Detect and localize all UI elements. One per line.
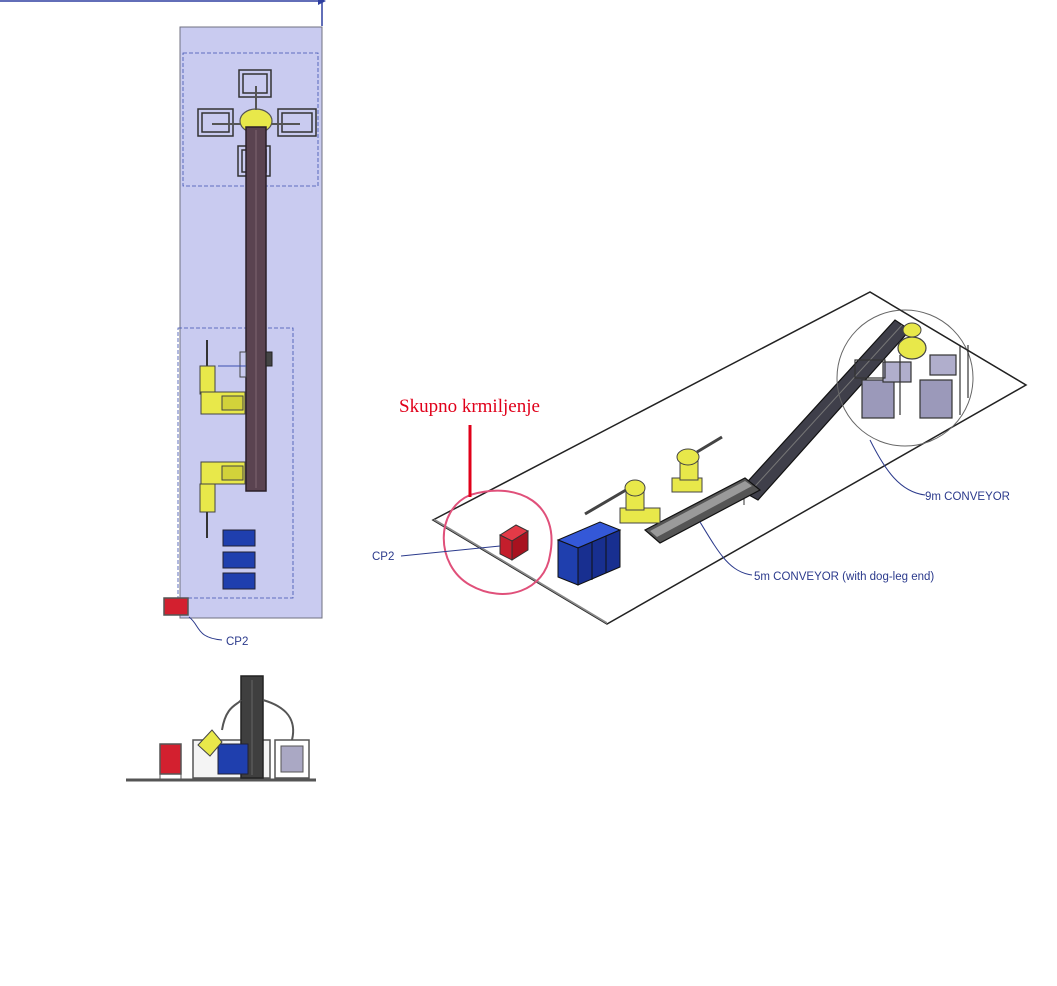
plan-zone-top [182, 52, 319, 187]
plan-robot-upper [199, 340, 246, 415]
iso-floor [431, 291, 1028, 625]
plan-cp2-label: CP2 [226, 636, 248, 648]
plan-bins [222, 529, 256, 590]
isometric-view: Skupno krmiljenje CP2 9m CONVEYOR 5m CON… [372, 291, 1028, 625]
iso-hub-circle [836, 309, 974, 447]
plan-control-panel-cp2 [163, 597, 189, 616]
iso-cp2-label: CP2 [372, 551, 394, 563]
elevation-view [126, 675, 316, 782]
conveyor-9m-leader [869, 439, 926, 496]
iso-cp2-leader [400, 545, 501, 557]
elevation-bin [217, 743, 249, 775]
conveyor-9m-label: 9m CONVEYOR [925, 491, 1010, 503]
plan-robot-lower [199, 461, 246, 538]
annotation-title: Skupno krmiljenje [399, 396, 540, 417]
plan-hub [212, 86, 300, 134]
highlight-circle [442, 489, 553, 595]
conveyor-5m-leader [699, 521, 753, 576]
iso-robot-front [584, 479, 661, 524]
iso-control-panel-cp2 [498, 524, 530, 561]
iso-hub-stations [854, 345, 969, 419]
elevation-bag [280, 745, 304, 773]
elevation-robot [197, 729, 223, 757]
iso-bins [556, 521, 622, 586]
plan-zone-bottom [177, 327, 294, 599]
plan-cp2-leader [188, 616, 223, 641]
iso-robot-rear [671, 435, 723, 493]
conveyor-5m-label: 5m CONVEYOR (with dog-leg end) [754, 571, 934, 583]
elevation-control-panel [159, 743, 182, 775]
plan-view: CP2 [0, 0, 326, 648]
iso-hub [897, 336, 927, 360]
